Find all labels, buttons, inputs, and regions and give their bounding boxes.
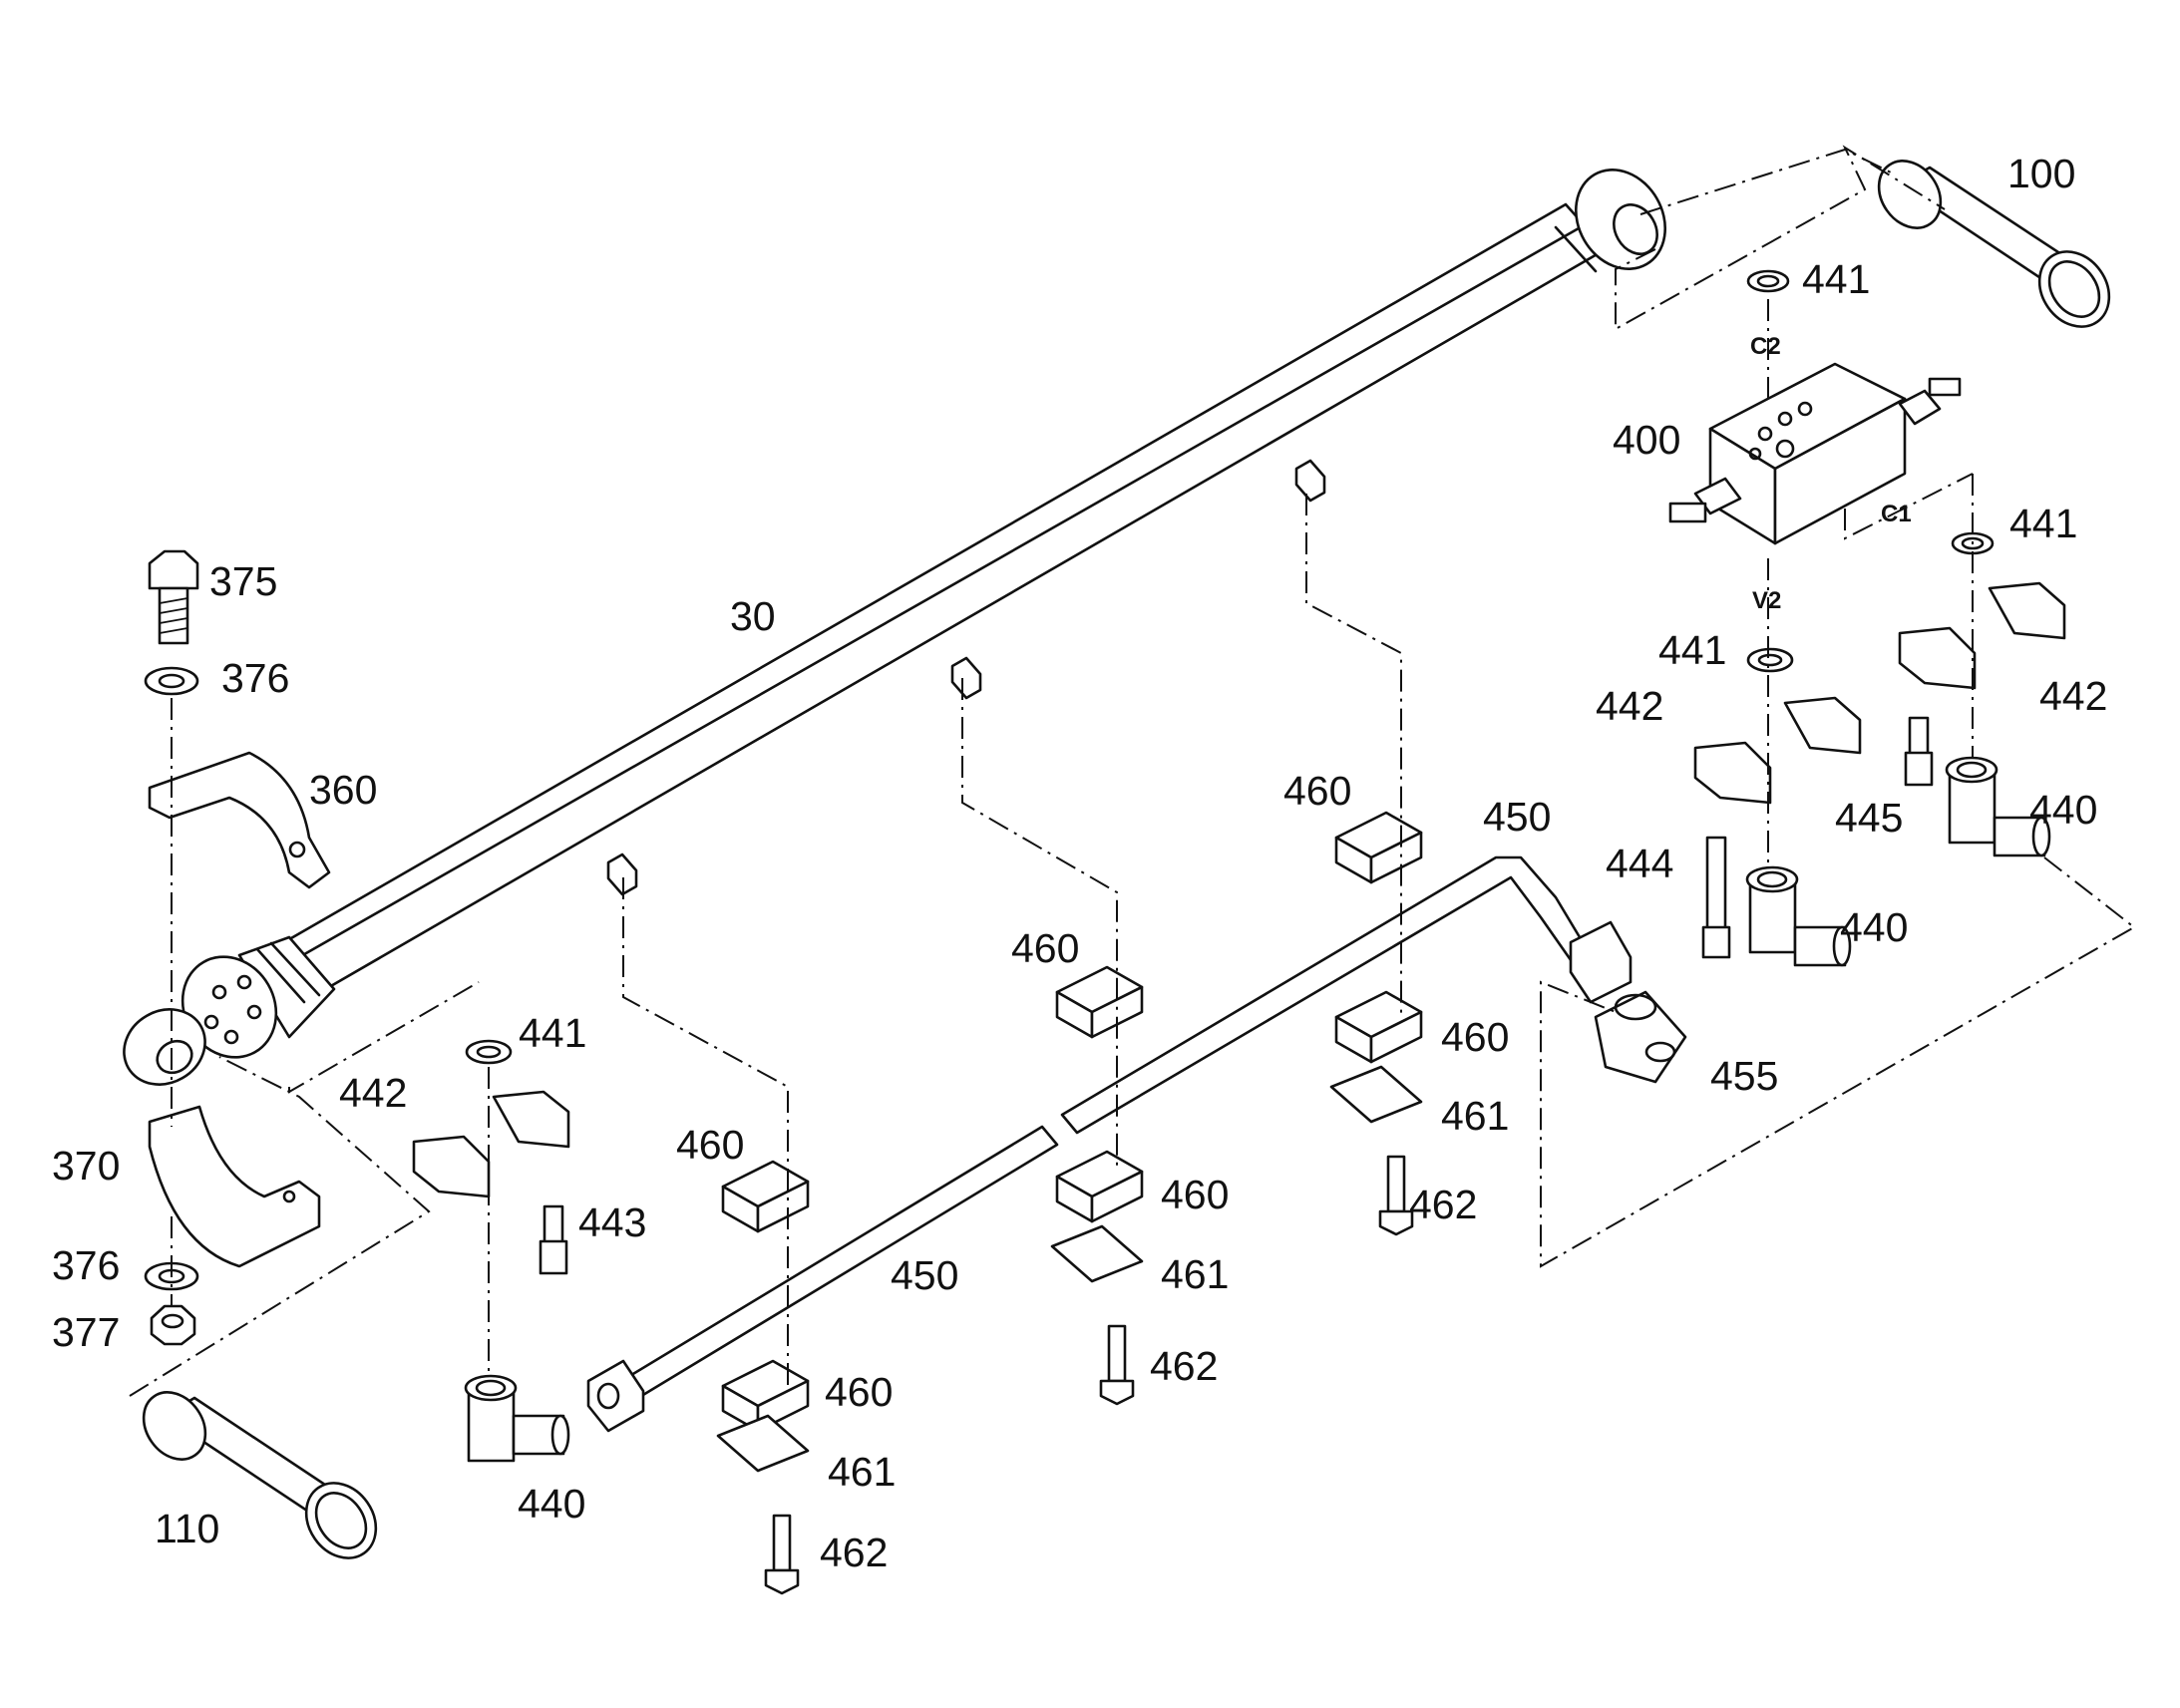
label-443: 443 (578, 1199, 646, 1245)
clamp-block-460-f[interactable] (1334, 990, 1423, 1064)
label-375: 375 (209, 558, 277, 604)
nut-377[interactable] (150, 1304, 196, 1346)
label-461-left: 461 (828, 1449, 896, 1495)
label-110: 110 (155, 1506, 219, 1551)
pipe-450-lower[interactable] (586, 1125, 1059, 1433)
plate-461-c[interactable] (1329, 1065, 1423, 1124)
clamp-block-460-d[interactable] (1055, 1150, 1144, 1223)
plate-461-b[interactable] (1050, 1224, 1144, 1283)
washer-376-top[interactable] (144, 666, 199, 696)
o-ring-441-cylinder[interactable] (465, 1039, 513, 1065)
label-460-lower-mid: 460 (1161, 1172, 1229, 1217)
label-460-mid-right: 460 (1441, 1014, 1509, 1060)
label-30: 30 (730, 593, 776, 639)
label-370: 370 (52, 1143, 120, 1189)
o-ring-441-c2[interactable] (1746, 269, 1790, 293)
elbow-fitting-440-right[interactable] (1945, 756, 2051, 857)
port-label-v2: V2 (1752, 587, 1781, 614)
port-label-c1: C1 (1881, 501, 1912, 527)
port-label-c2: C2 (1750, 333, 1781, 360)
label-360: 360 (309, 767, 377, 813)
label-441-c1: 441 (2009, 501, 2077, 546)
label-450-lower: 450 (891, 1252, 958, 1298)
plate-461-a[interactable] (716, 1414, 810, 1473)
clamp-block-460-c[interactable] (1055, 965, 1144, 1039)
label-376-bottom: 376 (52, 1242, 120, 1288)
label-442-left: 442 (339, 1070, 407, 1116)
pin-100[interactable] (1866, 149, 2123, 340)
flange-half-442-middle[interactable] (1693, 696, 1862, 805)
label-460-upper-left: 460 (676, 1122, 744, 1168)
label-442-middle: 442 (1596, 683, 1663, 729)
bolt-462-a[interactable] (764, 1514, 800, 1595)
screw-443[interactable] (539, 1204, 568, 1275)
label-377: 377 (52, 1309, 120, 1355)
flange-half-442-left[interactable] (412, 1090, 570, 1198)
label-460-upper-right: 460 (1283, 768, 1351, 814)
label-444: 444 (1606, 841, 1673, 886)
label-442-right: 442 (2039, 673, 2107, 719)
label-440-left: 440 (518, 1481, 585, 1527)
part-labels: 30 100 110 360 370 375 376 376 377 400 4… (52, 151, 2107, 1575)
swivel-fitting-455[interactable] (1594, 990, 1687, 1084)
clamp-block-460-a[interactable] (721, 1160, 810, 1233)
label-100: 100 (2007, 151, 2075, 196)
clamp-360[interactable] (148, 751, 331, 889)
label-460-upper-mid: 460 (1011, 925, 1079, 971)
label-445: 445 (1835, 795, 1903, 841)
label-441-c2: 441 (1802, 256, 1870, 302)
bolt-462-c[interactable] (1378, 1155, 1414, 1236)
label-440-middle: 440 (1840, 904, 1908, 950)
label-462-left: 462 (820, 1530, 888, 1575)
clamp-370[interactable] (148, 1105, 321, 1268)
label-440-right: 440 (2029, 787, 2097, 833)
bolt-375[interactable] (148, 549, 199, 645)
clamp-block-460-e[interactable] (1334, 811, 1423, 884)
label-441-v2: 441 (1658, 627, 1726, 673)
label-460-lower-left: 460 (825, 1369, 893, 1415)
label-461-middle: 461 (1161, 1251, 1229, 1297)
pipe-450-upper[interactable] (1060, 855, 1633, 1135)
elbow-fitting-440-middle[interactable] (1745, 865, 1852, 967)
port-labels: C2 C1 V2 (1750, 333, 1912, 614)
o-ring-441-v2[interactable] (1746, 647, 1794, 673)
screw-445[interactable] (1904, 716, 1934, 787)
bolt-462-b[interactable] (1099, 1324, 1135, 1406)
assembly-centerlines (129, 145, 2136, 1397)
label-455: 455 (1710, 1053, 1778, 1099)
flange-half-442-right[interactable] (1898, 581, 2066, 690)
screw-444[interactable] (1701, 836, 1731, 959)
elbow-fitting-440-left[interactable] (464, 1374, 570, 1463)
label-462-right: 462 (1409, 1182, 1477, 1227)
label-376-top: 376 (221, 655, 289, 701)
hydraulic-cylinder[interactable] (111, 154, 1683, 1099)
valve-block-400[interactable] (1668, 362, 1962, 545)
label-461-right: 461 (1441, 1093, 1509, 1139)
label-462-middle: 462 (1150, 1343, 1218, 1389)
pin-110[interactable] (131, 1380, 390, 1571)
label-400: 400 (1613, 417, 1680, 463)
label-441-cylinder: 441 (519, 1010, 586, 1056)
label-450-upper: 450 (1483, 794, 1551, 840)
